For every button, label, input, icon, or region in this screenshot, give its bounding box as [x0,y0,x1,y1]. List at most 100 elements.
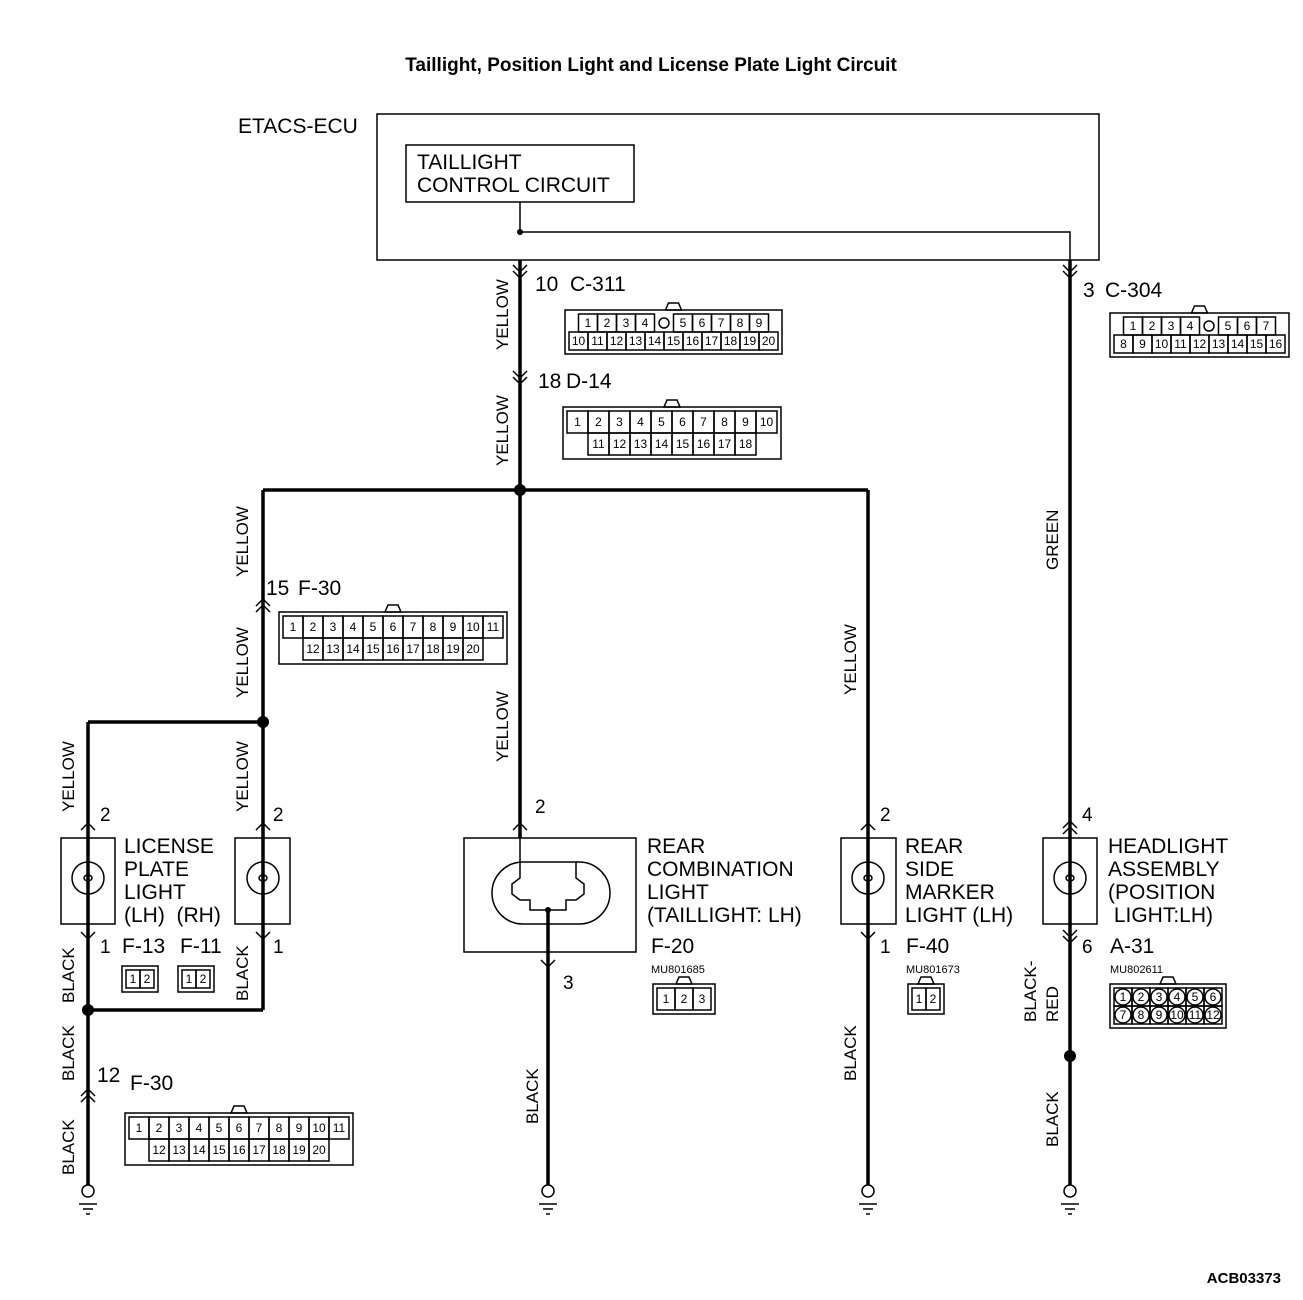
connector-pin-number: 3 [1156,990,1163,1004]
connector-pin-number: 4 [1174,990,1181,1004]
connector-pin-number: 3 [623,316,630,330]
connector-pin-number: 9 [742,415,749,429]
connector-pin-number: 7 [718,316,725,330]
connector-pin-number: 10 [572,334,586,348]
f20-label: F-20 [651,935,694,958]
connector-pin-number: 4 [642,316,649,330]
connector-pin-number: 9 [756,316,763,330]
rear-combination-light [463,837,637,953]
connector-pin-number: 7 [410,620,417,634]
connector-chevrons [80,264,1078,1103]
connector-pin-number: 11 [1174,337,1187,351]
headlight-label-1: HEADLIGHT [1108,835,1228,858]
connector-pin-number: 12 [1193,337,1207,351]
connector-pin-number: 14 [192,1143,206,1157]
f13-label: F-13 [122,935,165,958]
connector-pin-number: 3 [699,992,706,1006]
connector-pin-number: 1 [1120,990,1127,1004]
ecu-internal-line [519,202,1071,260]
connector-pin-number: 1 [585,316,592,330]
connector-pin-number: 10 [1155,337,1169,351]
connector-pin-number: 2 [1138,990,1145,1004]
svg-text:BLACK: BLACK [59,947,78,1003]
connector-pin-number: 8 [737,316,744,330]
f20-part: MU801685 [651,964,705,976]
connector-pin-number: 14 [648,334,662,348]
f30-top-label: F-30 [298,577,341,600]
connector-pin-number: 1 [136,1121,143,1135]
connector-pin-number: 11 [487,620,500,634]
connector-pin-number: 2 [310,620,317,634]
svg-text:BLACK: BLACK [233,945,252,1001]
connector-pin-number: 10 [760,415,774,429]
connector-pin-number: 2 [156,1121,163,1135]
f11-label: F-11 [180,935,222,958]
svg-text:BLACK: BLACK [523,1068,542,1124]
connector-pin-number: 12 [610,334,624,348]
side-marker-pin-in: 2 [880,805,891,826]
connector-pin-number: 2 [1149,319,1156,333]
svg-text:RED: RED [1043,986,1062,1022]
wire-color-labels: YELLOW YELLOW YELLOW YELLOW YELLOW YELLO… [59,279,1062,1175]
connector-pin-number: 8 [276,1121,283,1135]
license-plate-light-lh [60,837,116,925]
c304-pin: 3 [1083,279,1095,302]
connector-pin-number: 9 [1139,337,1146,351]
connector-pin-number: 14 [1231,337,1245,351]
svg-text:YELLOW: YELLOW [233,506,252,577]
connector-pin-number: 15 [676,437,690,451]
svg-text:YELLOW: YELLOW [59,741,78,812]
connector-pin-number: 16 [697,437,711,451]
ecu-junction [517,229,523,235]
connector-pin-number: 6 [699,316,706,330]
connector-pin-number: 17 [252,1143,266,1157]
connector-pin-number: 7 [1263,319,1270,333]
connector-pin-number: 12 [152,1143,166,1157]
license-rh-pin-out: 1 [273,937,284,958]
c304-label: C-304 [1105,279,1163,302]
connector-pin-number: 2 [144,972,151,986]
c311-label: C-311 [570,273,626,296]
d14-pin: 18 [538,370,561,393]
c311-pin: 10 [535,273,558,296]
connector-pin-number: 4 [350,620,357,634]
connector-pin-number: 2 [200,972,207,986]
f30-top-pin: 15 [266,577,289,600]
f40-label: F-40 [906,935,949,958]
connector-pin-number: 8 [1138,1008,1145,1022]
connector-pin-number: 19 [743,334,757,348]
headlight-label-3: (POSITION [1108,881,1215,904]
connector-pin-number: 9 [296,1121,303,1135]
connector-pin-number: 15 [212,1143,226,1157]
diagram-title: Taillight, Position Light and License Pl… [405,55,897,76]
connector-pin-number: 16 [686,334,700,348]
connector-pin-number: 13 [629,334,643,348]
connector-pin-number: 7 [700,415,707,429]
connector-pin-number: 16 [386,642,400,656]
connector-pin-number: 2 [595,415,602,429]
connector-pin-number: 6 [679,415,686,429]
rear-combo-label-2: COMBINATION [647,858,794,881]
connector-pin-number: 1 [186,972,193,986]
connector-pin-number: 18 [426,642,440,656]
license-label-1: LICENSE [124,835,214,858]
headlight-label-2: ASSEMBLY [1108,858,1220,881]
connector-pin-number: 4 [196,1121,203,1135]
connector-pin-number: 10 [466,620,480,634]
license-lh-pin-in: 2 [100,805,111,826]
svg-text:GREEN: GREEN [1043,510,1062,570]
svg-text:BLACK: BLACK [59,1025,78,1081]
connector-pin-number: 8 [721,415,728,429]
connector-pin-number: 6 [1244,319,1251,333]
license-plate-light-rh [234,837,291,925]
rear-combo-label-4: (TAILLIGHT: LH) [647,904,802,927]
connector-pin-number: 14 [655,437,669,451]
connector-pin-number: 1 [916,992,923,1006]
connector-pin-number: 5 [658,415,665,429]
svg-text:YELLOW: YELLOW [493,691,512,762]
connector-pin-number: 17 [705,334,719,348]
